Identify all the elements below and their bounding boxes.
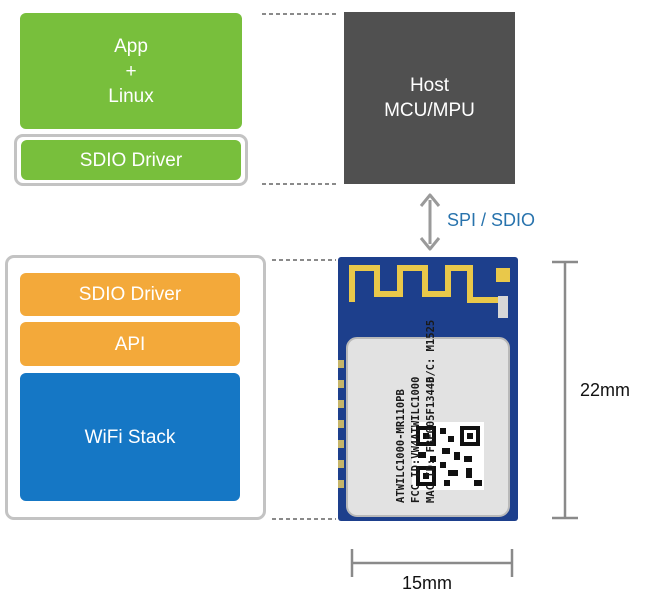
linux-label: Linux <box>108 85 154 107</box>
module-sdio-driver-block: SDIO Driver <box>20 273 240 316</box>
host-mcu-block: Host MCU/MPU <box>344 12 515 184</box>
plus-label: + <box>125 60 137 82</box>
antenna-trace <box>349 265 500 303</box>
app-label: App <box>114 35 148 57</box>
height-dimension-line <box>552 260 578 520</box>
width-dimension-line <box>350 549 514 577</box>
height-dimension-label: 22mm <box>580 380 631 400</box>
mcu-mpu-label: MCU/MPU <box>384 100 475 121</box>
app-linux-block: App + Linux <box>20 13 242 129</box>
api-block: API <box>20 322 240 366</box>
wifi-module-image <box>338 257 518 521</box>
interface-label: SPI / SDIO <box>447 210 536 230</box>
host-sdio-driver-block: SDIO Driver <box>21 140 241 180</box>
host-label: Host <box>409 75 450 96</box>
width-dimension-label: 15mm <box>402 573 453 593</box>
module-stack-group <box>5 255 266 520</box>
module-label-line1: ATWILC1000-MR110PB <box>395 389 407 503</box>
qr-code-icon <box>412 422 484 490</box>
host-driver-group <box>14 134 248 186</box>
module-label-line4: D/C: M1525 <box>425 319 437 383</box>
wifi-stack-block: WiFi Stack <box>20 373 240 501</box>
module-label-line2: FCC ID:VW4ATWILC1000 <box>410 376 422 503</box>
bidirectional-arrow-icon <box>419 193 441 251</box>
